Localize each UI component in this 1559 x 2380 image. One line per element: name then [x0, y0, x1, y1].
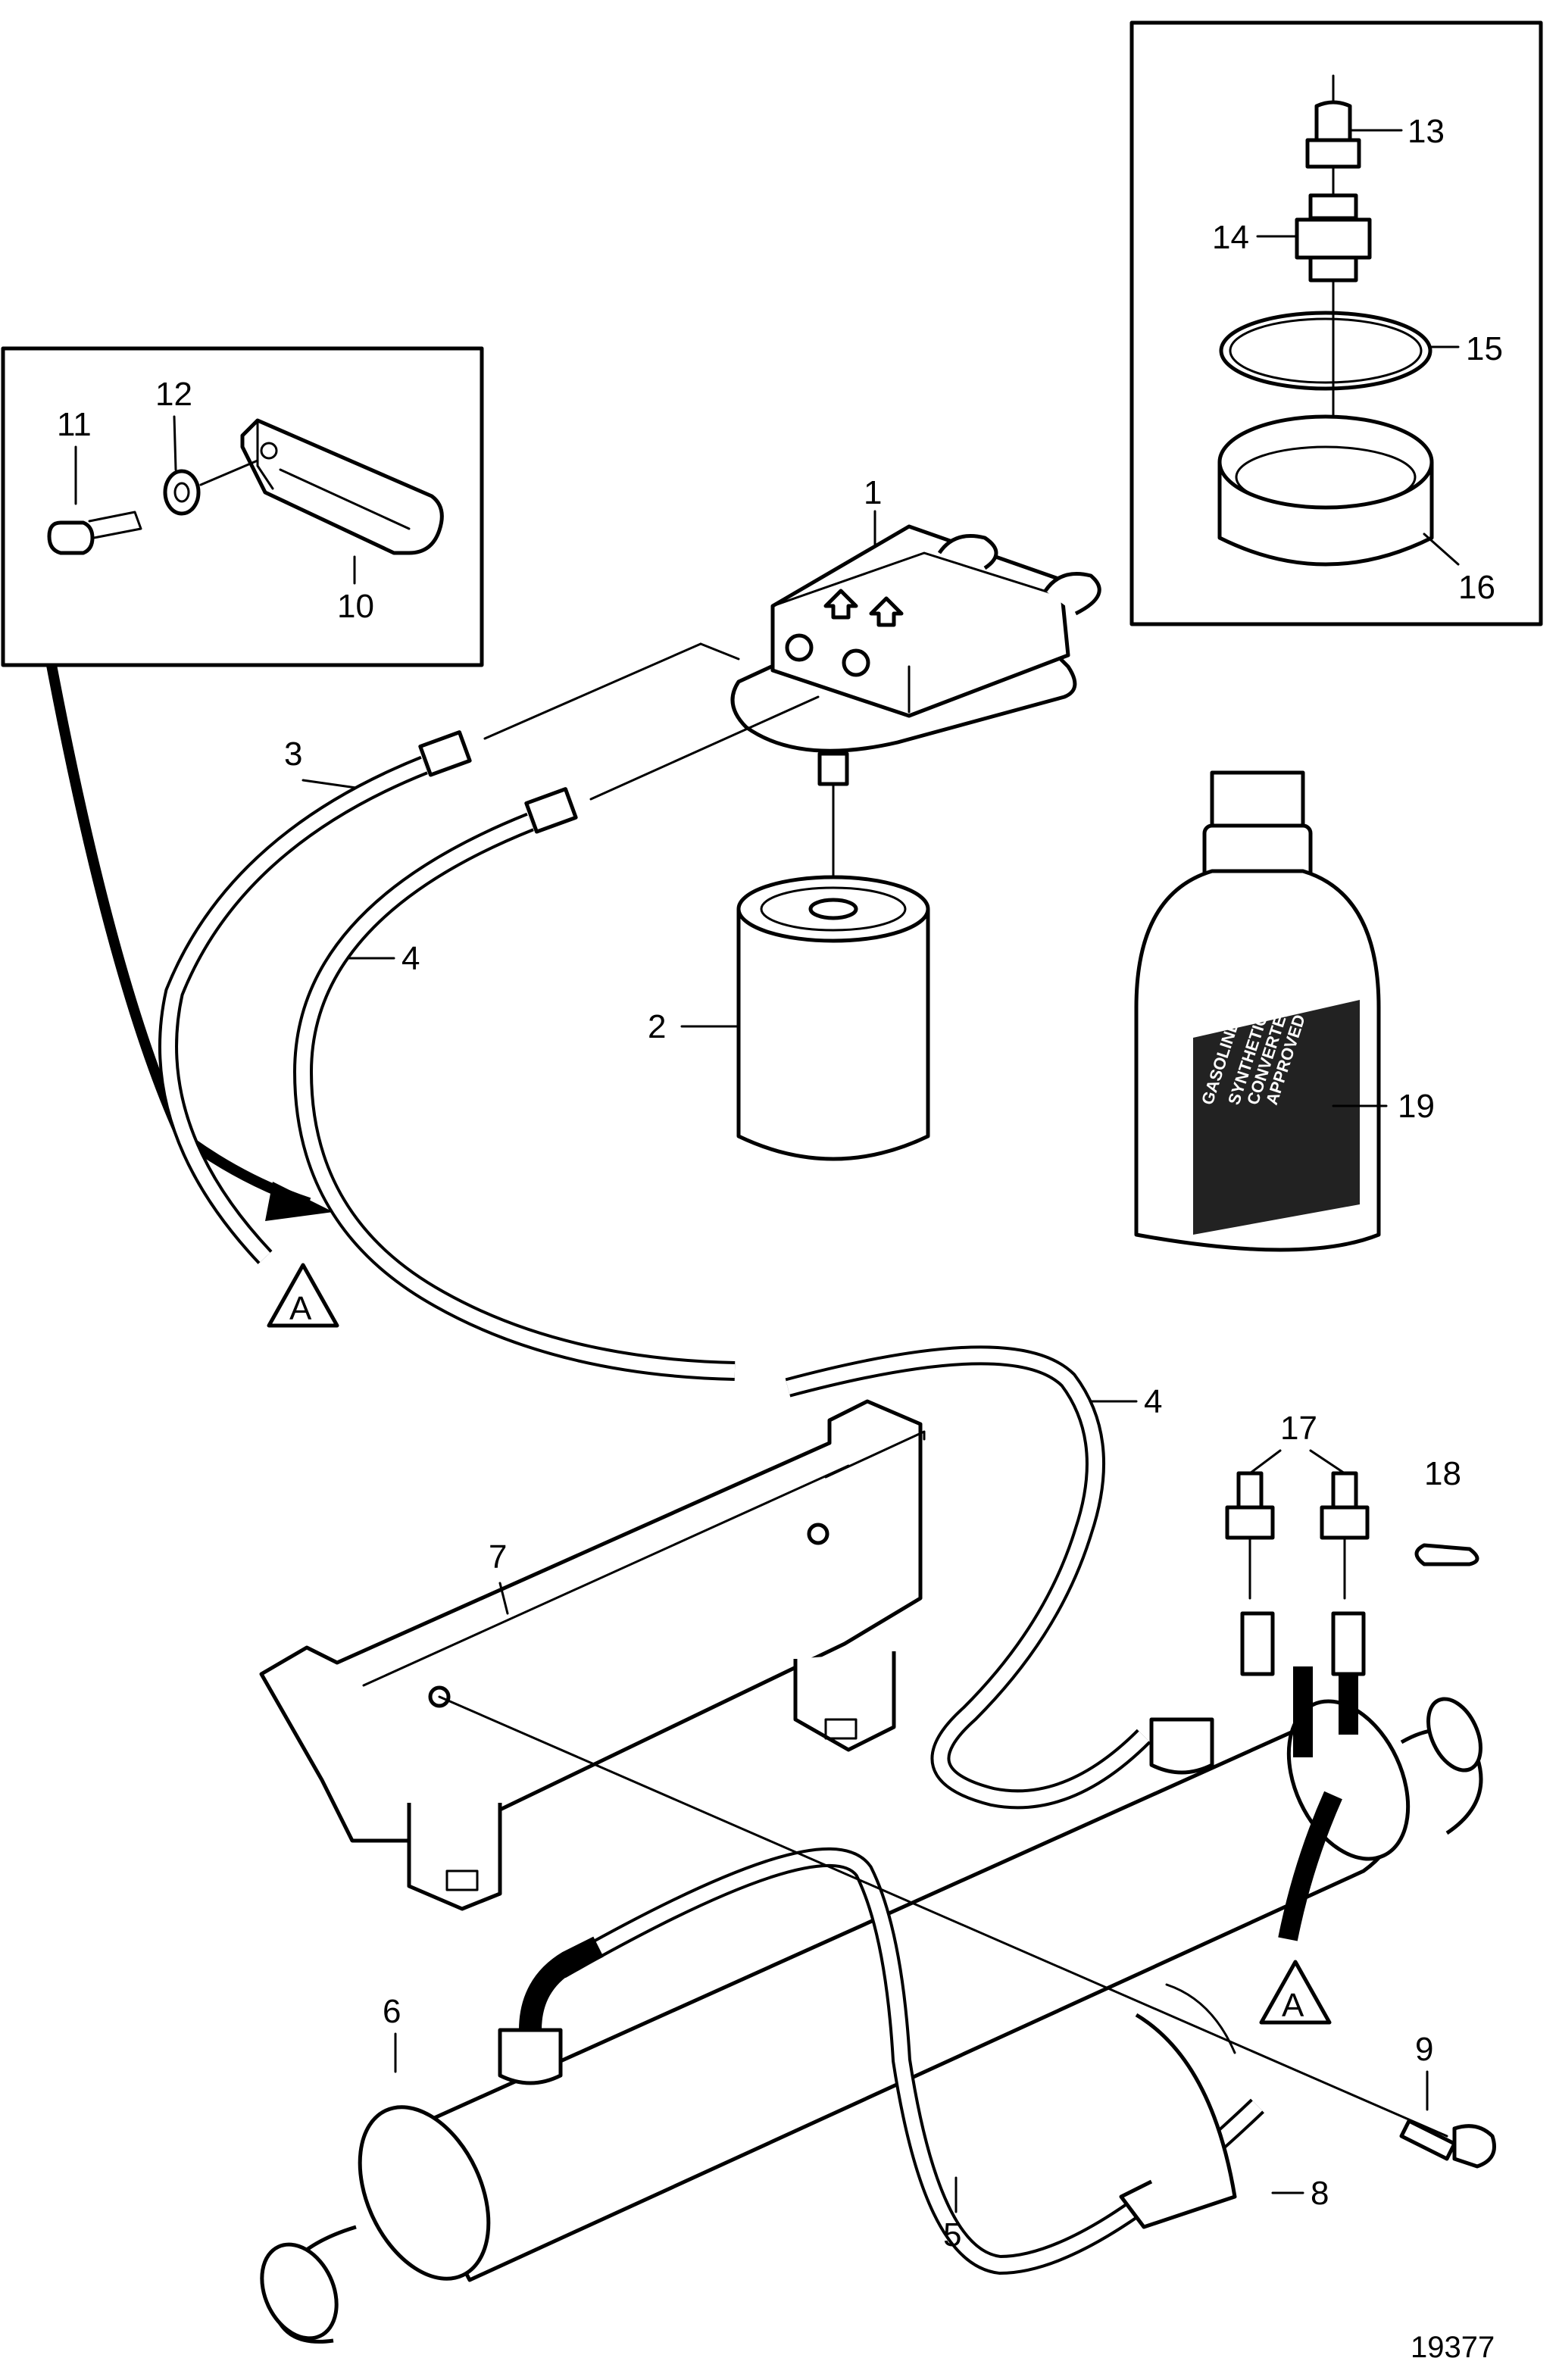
mount-bracket — [259, 1399, 926, 1911]
callout-7: 7 — [489, 1538, 507, 1576]
callout-5: 5 — [943, 2216, 961, 2254]
callout-1: 1 — [864, 474, 882, 511]
detail-marker-a-right-label: A — [1282, 1987, 1304, 2024]
callout-6: 6 — [383, 1993, 401, 2030]
callout-8: 8 — [1311, 2175, 1329, 2212]
oil-filter — [680, 875, 930, 1161]
callout-10: 10 — [337, 588, 374, 625]
callout-16: 16 — [1458, 569, 1495, 606]
inset-right — [1129, 20, 1543, 626]
oil-cooler — [260, 1449, 1496, 2344]
detail-marker-a-right: A — [1259, 1960, 1332, 2025]
callout-2: 2 — [648, 1008, 666, 1045]
callout-9: 9 — [1415, 2031, 1433, 2068]
callout-11: 11 — [57, 406, 92, 443]
drawing-number: 19377 — [1411, 2331, 1495, 2364]
callout-12: 12 — [155, 376, 192, 413]
filter-head — [730, 524, 1101, 895]
oil-bottle: GASOLINE ENGINE OIL SYNTHETIC CONVERTER … — [1134, 770, 1388, 1252]
inset-left — [1, 346, 484, 667]
detail-marker-a-left: A — [267, 1263, 339, 1328]
hoses-upper — [158, 510, 1151, 1810]
clip — [1414, 1543, 1479, 1566]
callout-15: 15 — [1466, 330, 1503, 367]
callout-18: 18 — [1424, 1455, 1461, 1492]
callout-19: 19 — [1398, 1088, 1435, 1125]
callout-4-lower: 4 — [1144, 1383, 1162, 1420]
callout-3: 3 — [284, 736, 302, 773]
callout-13: 13 — [1407, 113, 1445, 150]
callout-4-upper: 4 — [401, 940, 420, 977]
detail-arrow — [46, 664, 333, 1221]
detail-marker-a-left-label: A — [289, 1290, 312, 1327]
callout-14: 14 — [1212, 219, 1249, 256]
callout-17: 17 — [1280, 1410, 1317, 1447]
